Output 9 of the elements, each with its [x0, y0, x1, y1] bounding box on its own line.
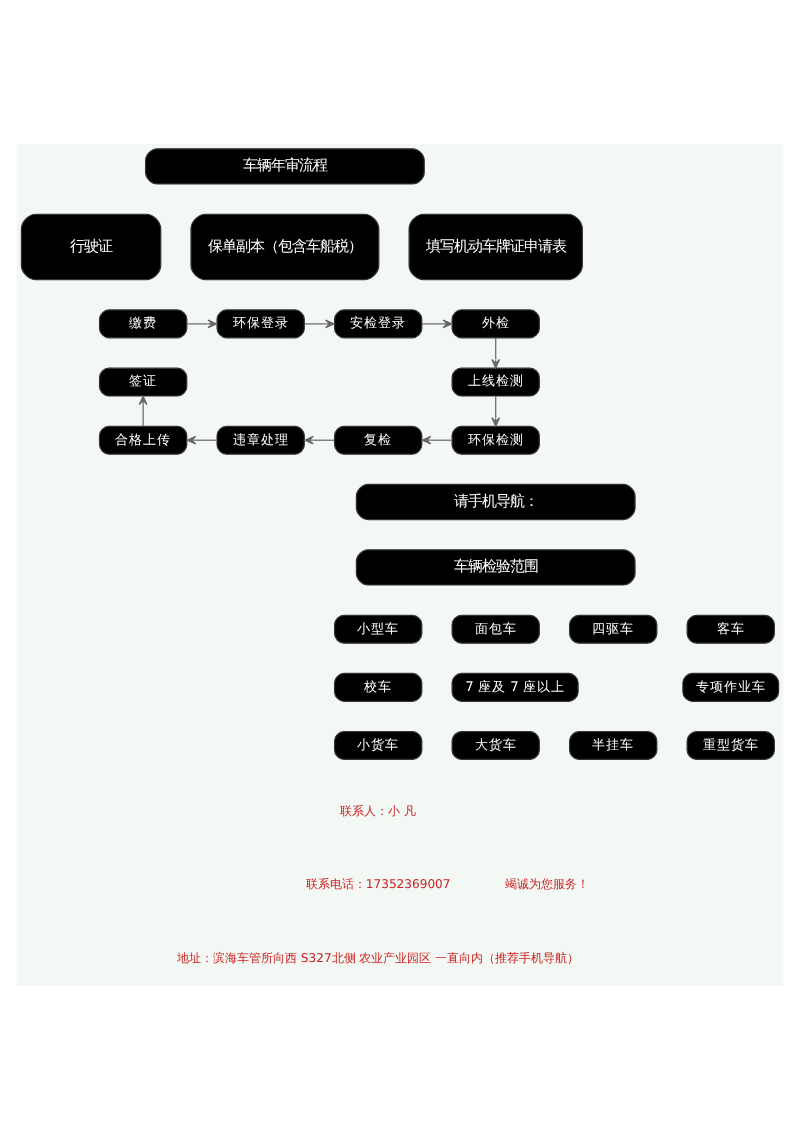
- arrow: [304, 318, 335, 328]
- arrow: [491, 336, 501, 368]
- arrow: [138, 394, 148, 426]
- arrow: [304, 434, 335, 444]
- arrow: [491, 394, 501, 426]
- arrow: [186, 434, 218, 444]
- arrow: [421, 318, 453, 328]
- arrow: [186, 318, 218, 328]
- arrow: [421, 434, 453, 444]
